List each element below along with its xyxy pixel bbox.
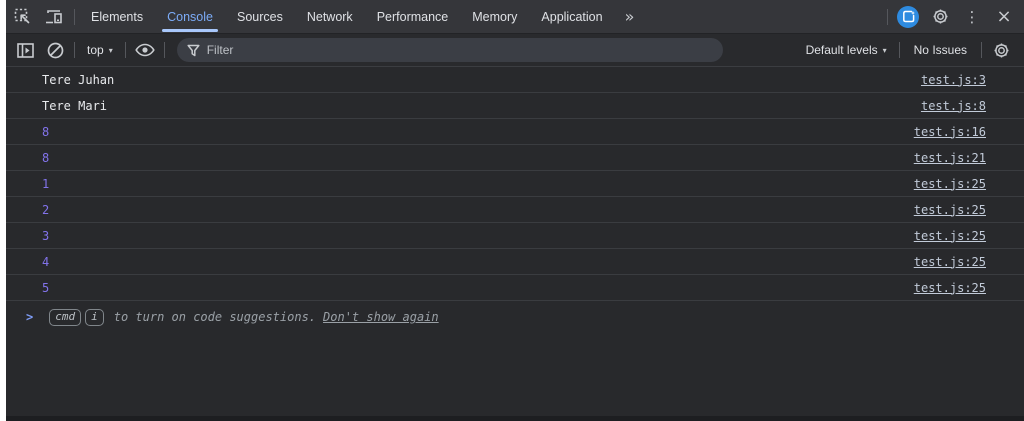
console-message-row: 2 test.js:25 bbox=[6, 197, 1024, 223]
console-settings-button[interactable] bbox=[986, 37, 1016, 63]
source-link[interactable]: test.js:25 bbox=[913, 228, 986, 243]
console-message-text: 4 bbox=[42, 254, 50, 269]
ai-assistance-icon bbox=[897, 5, 919, 28]
tab-elements[interactable]: Elements bbox=[91, 9, 144, 24]
console-message-row: 1 test.js:25 bbox=[6, 171, 1024, 197]
device-toolbar-button[interactable] bbox=[38, 0, 70, 33]
issues-counter[interactable]: No Issues bbox=[913, 43, 967, 57]
console-message-text: 8 bbox=[42, 150, 50, 165]
console-message-text: Tere Mari bbox=[42, 98, 108, 113]
console-message-text: 2 bbox=[42, 202, 50, 217]
toolbar-divider bbox=[74, 8, 75, 25]
console-source-location: test.js:8 bbox=[921, 99, 1024, 113]
console-source-location: test.js:25 bbox=[914, 255, 1024, 269]
console-message-row: 4 test.js:25 bbox=[6, 249, 1024, 275]
console-source-location: test.js:16 bbox=[914, 125, 1024, 139]
console-message-row: 8 test.js:16 bbox=[6, 119, 1024, 145]
console-message-row: Tere Juhan test.js:3 bbox=[6, 67, 1024, 93]
filter-input[interactable] bbox=[206, 43, 713, 57]
panel-tabs: Elements Console Sources Network Performance… bbox=[79, 0, 615, 33]
source-link[interactable]: test.js:25 bbox=[913, 280, 986, 295]
toolbar-divider bbox=[887, 8, 888, 25]
console-message-row: 8 test.js:21 bbox=[6, 145, 1024, 171]
gear-icon bbox=[932, 8, 949, 25]
chevron-down-icon: ▾ bbox=[882, 45, 887, 55]
inspect-cursor-icon bbox=[14, 8, 31, 25]
log-levels-label: Default levels bbox=[805, 43, 878, 57]
devtools-tabbar: Elements Console Sources Network Performance… bbox=[6, 0, 1024, 34]
source-link[interactable]: test.js:25 bbox=[913, 254, 986, 269]
tab-sources[interactable]: Sources bbox=[236, 9, 283, 24]
cmd-keycap: cmd bbox=[49, 308, 82, 326]
inspect-element-button[interactable] bbox=[6, 0, 38, 33]
toolbar-right-controls: Default levels ▾ No Issues bbox=[798, 37, 1024, 63]
console-message-text: 5 bbox=[42, 280, 50, 295]
source-link[interactable]: test.js:21 bbox=[913, 150, 986, 165]
tab-memory[interactable]: Memory bbox=[472, 9, 518, 24]
toolbar-divider bbox=[981, 42, 982, 58]
main-menu-button[interactable]: ⋮ bbox=[964, 7, 980, 26]
filter-funnel-icon bbox=[187, 44, 200, 57]
window-bottom-edge bbox=[6, 416, 1024, 421]
console-toolbar: top ▾ Default levels ▾ bbox=[6, 34, 1024, 67]
gear-icon bbox=[993, 42, 1010, 59]
context-selector-label: top bbox=[87, 43, 104, 57]
tabbar-right-controls: ⋮ × bbox=[883, 0, 1024, 33]
console-message-text: 8 bbox=[42, 124, 50, 139]
ai-assistance-button[interactable] bbox=[892, 0, 924, 33]
device-toolbar-icon bbox=[45, 9, 63, 25]
tab-performance[interactable]: Performance bbox=[376, 9, 449, 24]
tab-network[interactable]: Network bbox=[306, 9, 353, 24]
console-source-location: test.js:25 bbox=[914, 281, 1024, 295]
toolbar-divider bbox=[898, 42, 900, 58]
source-link[interactable]: test.js:8 bbox=[920, 98, 986, 113]
more-tabs-button[interactable]: » bbox=[624, 7, 635, 26]
tab-application[interactable]: Application bbox=[541, 9, 603, 24]
console-message-text: 1 bbox=[42, 176, 50, 191]
i-keycap: i bbox=[85, 308, 104, 326]
close-devtools-button[interactable]: × bbox=[996, 6, 1012, 27]
console-message-row: Tere Mari test.js:8 bbox=[6, 93, 1024, 119]
source-link[interactable]: test.js:25 bbox=[913, 202, 986, 217]
live-expression-button[interactable] bbox=[130, 37, 160, 63]
console-message-row: 3 test.js:25 bbox=[6, 223, 1024, 249]
clear-console-icon bbox=[47, 42, 64, 59]
console-message-text: Tere Juhan bbox=[42, 72, 115, 87]
tab-console[interactable]: Console bbox=[155, 0, 225, 33]
toolbar-divider bbox=[124, 42, 126, 58]
console-sidebar-button[interactable] bbox=[10, 37, 40, 63]
suggestions-hint-text: to turn on code suggestions. bbox=[113, 310, 317, 324]
source-link[interactable]: test.js:16 bbox=[913, 124, 986, 139]
source-link[interactable]: test.js:3 bbox=[920, 72, 986, 87]
log-levels-selector[interactable]: Default levels ▾ bbox=[798, 38, 895, 62]
console-prompt-row[interactable]: > cmd i to turn on code suggestions. Don… bbox=[6, 301, 1024, 333]
console-message-row: 5 test.js:25 bbox=[6, 275, 1024, 301]
console-source-location: test.js:25 bbox=[914, 177, 1024, 191]
settings-button[interactable] bbox=[924, 0, 956, 33]
source-link[interactable]: test.js:25 bbox=[913, 176, 986, 191]
console-message-list: Tere Juhan test.js:3 Tere Mari test.js:8… bbox=[6, 67, 1024, 333]
console-source-location: test.js:21 bbox=[914, 151, 1024, 165]
filter-box[interactable] bbox=[176, 38, 723, 62]
console-source-location: test.js:25 bbox=[914, 229, 1024, 243]
dont-show-again-link[interactable]: Don't show again bbox=[323, 310, 439, 324]
eye-icon bbox=[134, 43, 155, 57]
console-source-location: test.js:25 bbox=[914, 203, 1024, 217]
console-message-text: 3 bbox=[42, 228, 50, 243]
page-edge-strip bbox=[0, 0, 6, 421]
clear-console-button[interactable] bbox=[40, 37, 70, 63]
console-source-location: test.js:3 bbox=[921, 73, 1024, 87]
toolbar-divider bbox=[74, 42, 75, 58]
context-selector[interactable]: top ▾ bbox=[79, 38, 121, 62]
chevron-down-icon: ▾ bbox=[108, 45, 113, 55]
toolbar-divider bbox=[163, 42, 165, 58]
console-prompt-chevron-icon: > bbox=[26, 310, 34, 324]
sidebar-panel-icon bbox=[16, 42, 34, 58]
